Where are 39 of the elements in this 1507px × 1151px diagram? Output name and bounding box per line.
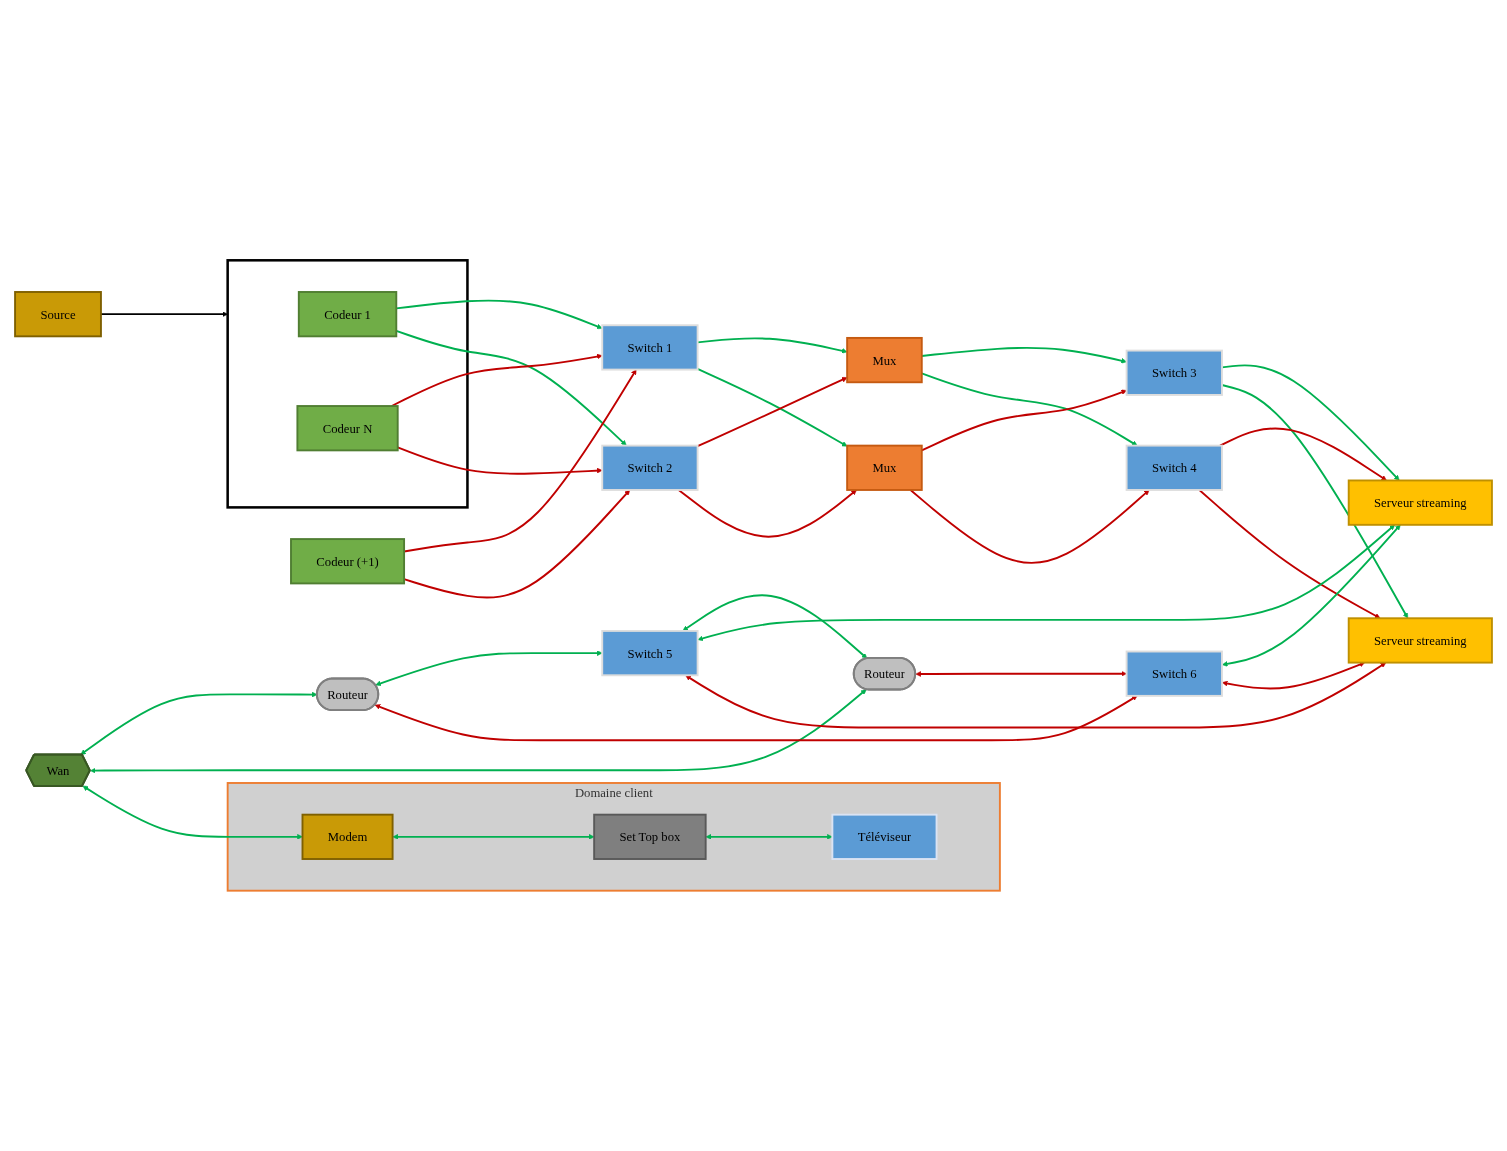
arrow (915, 670, 1127, 677)
cluster (226, 259, 469, 509)
arrow (685, 662, 1387, 729)
arrow (396, 446, 603, 475)
node-box: Source (14, 291, 102, 338)
node-box: Téléviseur (831, 813, 938, 860)
node-box: Switch 6 (1125, 650, 1223, 697)
node-box: Mux (846, 336, 923, 384)
arrow (705, 834, 833, 840)
arrow (375, 650, 603, 687)
arrow (1219, 427, 1387, 481)
arrow (100, 311, 228, 317)
node-box: Modem (301, 813, 394, 860)
node-box: Switch 1 (601, 324, 699, 371)
arrow (682, 594, 868, 659)
arrow (1198, 489, 1381, 619)
arrow (390, 353, 603, 407)
node-box: Serveur streaming (1347, 617, 1493, 664)
arrow (82, 785, 303, 840)
node-box: Serveur streaming (1347, 479, 1493, 526)
arrow (374, 695, 1138, 742)
node-box: Switch 3 (1125, 349, 1223, 396)
node-box: Mux (846, 444, 923, 491)
node-box: Codeur N (296, 405, 399, 452)
arrow (1221, 364, 1400, 481)
arrow (392, 834, 595, 840)
node-box: Switch 2 (601, 444, 699, 491)
arrow (1222, 524, 1401, 667)
node-box: Set Top box (593, 813, 707, 860)
node-box: Codeur 1 (297, 291, 398, 338)
arrow (909, 489, 1150, 564)
arrow (677, 489, 857, 538)
node-box: Codeur (+1) (290, 538, 406, 585)
node-box: Switch 5 (601, 630, 699, 677)
arrow (90, 689, 867, 774)
arrow (1222, 661, 1365, 690)
node-box: Switch 4 (1125, 444, 1223, 491)
arrow (697, 524, 1396, 642)
arrow (1221, 384, 1409, 619)
